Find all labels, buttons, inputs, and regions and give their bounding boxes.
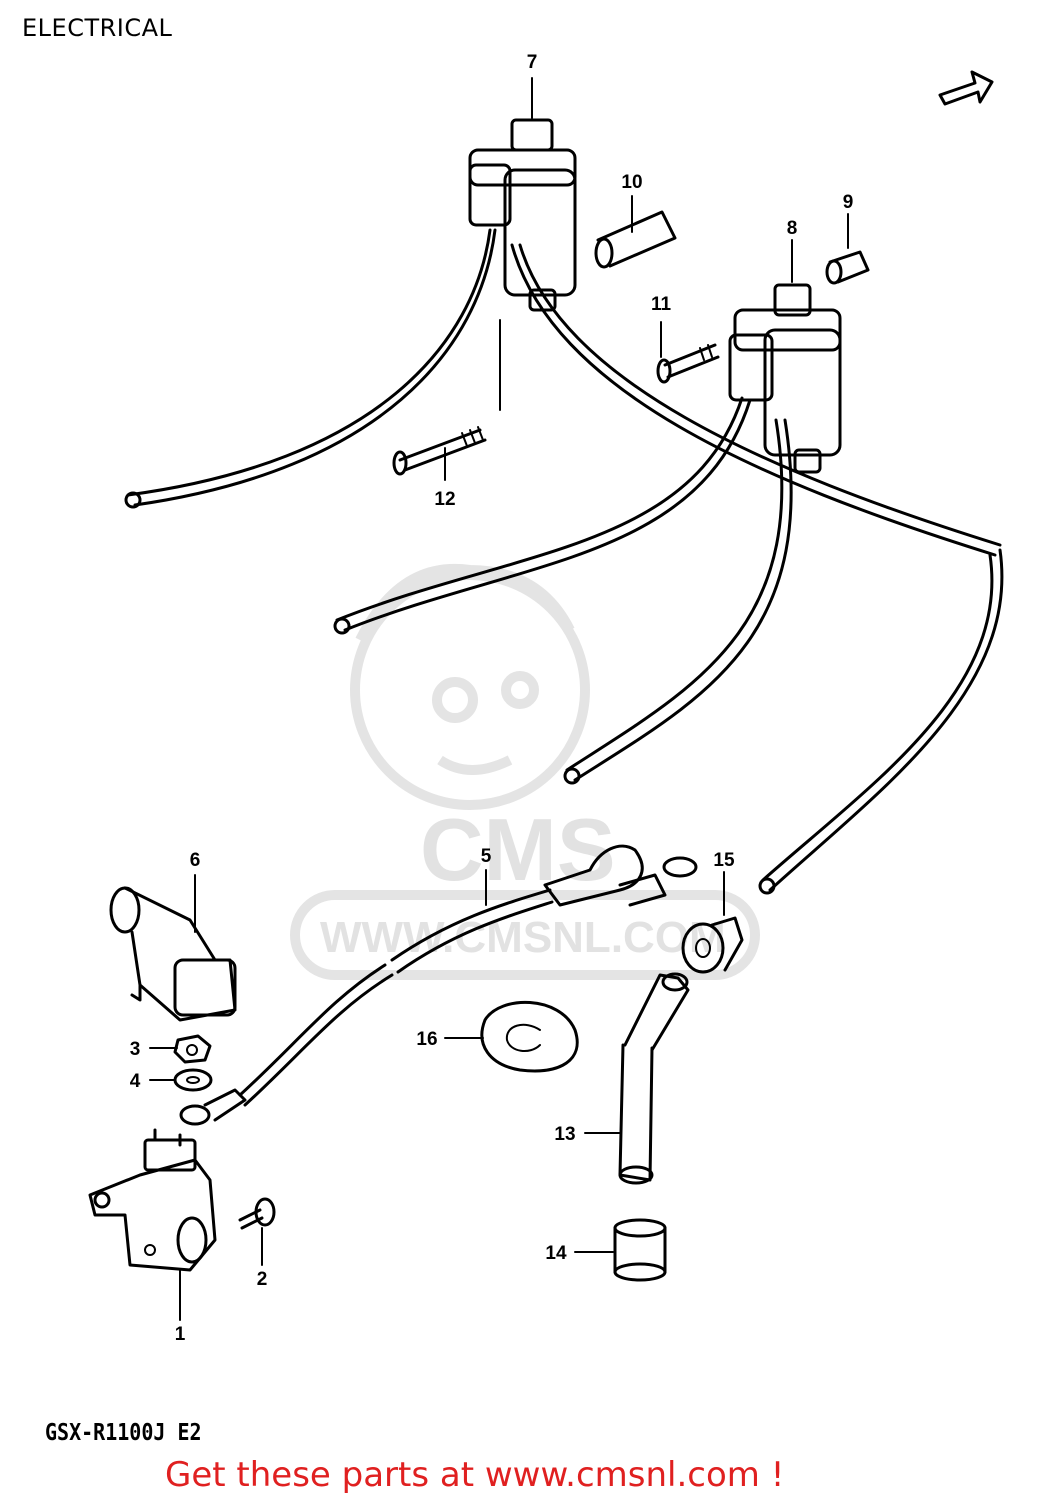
bolt-11 xyxy=(656,343,720,384)
callout-11: 11 xyxy=(651,294,672,315)
ignition-coil-8 xyxy=(333,283,1004,895)
callout-9: 9 xyxy=(843,192,854,213)
grommet-16 xyxy=(480,1000,579,1073)
callout-4: 4 xyxy=(130,1071,141,1092)
plug-cap-13 xyxy=(618,972,690,1185)
model-code: GSX-R1100J E2 xyxy=(45,1418,202,1446)
starter-relay-1 xyxy=(88,1128,217,1272)
callout-14: 14 xyxy=(545,1243,567,1264)
watermark: CMS WWW.CMSNL.COM xyxy=(290,563,760,980)
callout-6: 6 xyxy=(190,850,201,871)
rubber-boot-14 xyxy=(613,1218,667,1282)
screw-2 xyxy=(238,1197,276,1230)
terminal-cover-6 xyxy=(109,886,237,1022)
leader-lines xyxy=(149,77,849,1321)
watermark-logo-text: CMS xyxy=(420,800,616,899)
bolt-12 xyxy=(392,319,501,476)
callout-7: 7 xyxy=(527,52,538,73)
watermark-url-text: WWW.CMSNL.COM xyxy=(320,913,726,962)
callout-13: 13 xyxy=(554,1124,575,1145)
callout-8: 8 xyxy=(787,218,798,239)
callout-2: 2 xyxy=(257,1269,268,1290)
callout-3: 3 xyxy=(130,1039,141,1060)
washer-4 xyxy=(173,1068,213,1092)
callout-5: 5 xyxy=(481,846,492,867)
spacer-9 xyxy=(825,250,870,285)
callout-1: 1 xyxy=(175,1324,186,1345)
front-arrow-icon xyxy=(938,70,994,106)
callout-10: 10 xyxy=(621,172,642,193)
cap-15 xyxy=(681,916,744,974)
ignition-coil-7 xyxy=(124,118,1002,557)
callout-15: 15 xyxy=(713,850,735,871)
page-title: ELECTRICAL xyxy=(22,14,173,42)
battery-cable-5 xyxy=(179,844,698,1126)
nut-3 xyxy=(173,1034,212,1064)
callout-labels: 1 2 3 4 5 6 7 8 9 10 11 12 13 14 15 16 xyxy=(130,52,854,1345)
footer-shop-link[interactable]: Get these parts at www.cmsnl.com ! xyxy=(165,1455,785,1495)
spacer-tube-10 xyxy=(594,210,677,269)
callout-12: 12 xyxy=(434,489,455,510)
callout-16: 16 xyxy=(416,1029,437,1050)
